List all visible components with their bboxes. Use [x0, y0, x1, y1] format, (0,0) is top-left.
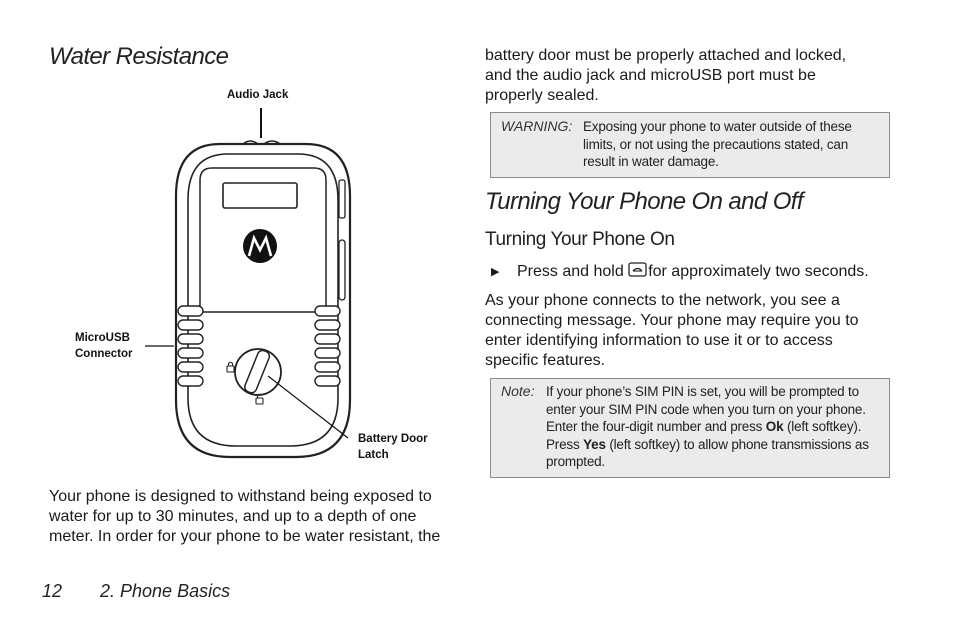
- note-text: If your phone’s SIM PIN is set, you will…: [546, 383, 886, 471]
- bullet-text-after: for approximately two seconds.: [648, 263, 869, 280]
- text-line: prompted.: [546, 454, 605, 469]
- warning-label: WARNING:: [501, 118, 573, 134]
- text-line: properly sealed.: [485, 87, 599, 104]
- note-label: Note:: [501, 383, 535, 399]
- left-grip: [177, 305, 204, 387]
- page-title: Water Resistance: [49, 43, 229, 70]
- phone-diagram: [145, 108, 352, 459]
- yes-softkey-label: Yes: [583, 436, 606, 452]
- subsection-title: Turning Your Phone On: [485, 229, 675, 250]
- note-box: Note: If your phone’s SIM PIN is set, yo…: [490, 378, 890, 478]
- text-line: water for up to 30 minutes, and up to a …: [49, 508, 417, 525]
- text-line: connecting message. Your phone may requi…: [485, 312, 859, 329]
- microusb-label-line1: MicroUSB: [75, 332, 130, 344]
- warning-text: Exposing your phone to water outside of …: [583, 118, 883, 171]
- page-number: 12: [42, 581, 63, 601]
- footer-section: 2. Phone Basics: [100, 581, 231, 601]
- text-line: If your phone’s SIM PIN is set, you will…: [546, 384, 859, 399]
- text-line: enter your SIM PIN code when you turn on…: [546, 401, 866, 417]
- network-paragraph: As your phone connects to the network, y…: [485, 291, 895, 371]
- bullet-arrow-icon: ▶: [491, 266, 500, 278]
- continuation-paragraph: battery door must be properly attached a…: [485, 46, 895, 106]
- water-resistance-paragraph: Your phone is designed to withstand bein…: [49, 487, 464, 547]
- text-line: Enter the four-digit number and press Ok…: [546, 419, 862, 434]
- right-grip: [314, 305, 341, 387]
- phone-inner-shell: [187, 153, 339, 447]
- microusb-label-line2: Connector: [75, 348, 133, 360]
- text-line: battery door must be properly attached a…: [485, 47, 847, 64]
- lock-icon: [226, 361, 235, 373]
- text-line: limits, or not using the precautions sta…: [583, 136, 849, 152]
- power-key-icon: [628, 262, 648, 284]
- section-title: Turning Your Phone On and Off: [485, 188, 804, 215]
- text-line: Your phone is designed to withstand bein…: [49, 488, 432, 505]
- text-line: enter identifying information to use it …: [485, 332, 833, 349]
- text-line: result in water damage.: [583, 154, 719, 169]
- text-line: specific features.: [485, 352, 606, 369]
- bullet-text-before: Press and hold: [517, 263, 624, 280]
- bullet-item: ▶ Press and hold for approximately two se…: [491, 262, 901, 284]
- text-line: As your phone connects to the network, y…: [485, 292, 840, 309]
- motorola-logo-icon: [243, 229, 277, 263]
- battery-latch: [234, 348, 282, 396]
- battery-latch-leader: [267, 375, 349, 439]
- unlock-icon: [255, 393, 264, 405]
- text-line: Press Yes (left softkey) to allow phone …: [546, 436, 869, 452]
- text-line: and the audio jack and microUSB port mus…: [485, 67, 816, 84]
- external-display: [222, 182, 298, 209]
- text-line: meter. In order for your phone to be wat…: [49, 528, 441, 545]
- battery-latch-label-line1: Battery Door: [358, 433, 428, 445]
- text-line: Exposing your phone to water outside of …: [583, 119, 852, 134]
- audio-jack-label: Audio Jack: [227, 89, 289, 101]
- warning-box: WARNING: Exposing your phone to water ou…: [490, 112, 890, 178]
- ok-softkey-label: Ok: [765, 419, 784, 434]
- battery-latch-label-line2: Latch: [358, 449, 389, 461]
